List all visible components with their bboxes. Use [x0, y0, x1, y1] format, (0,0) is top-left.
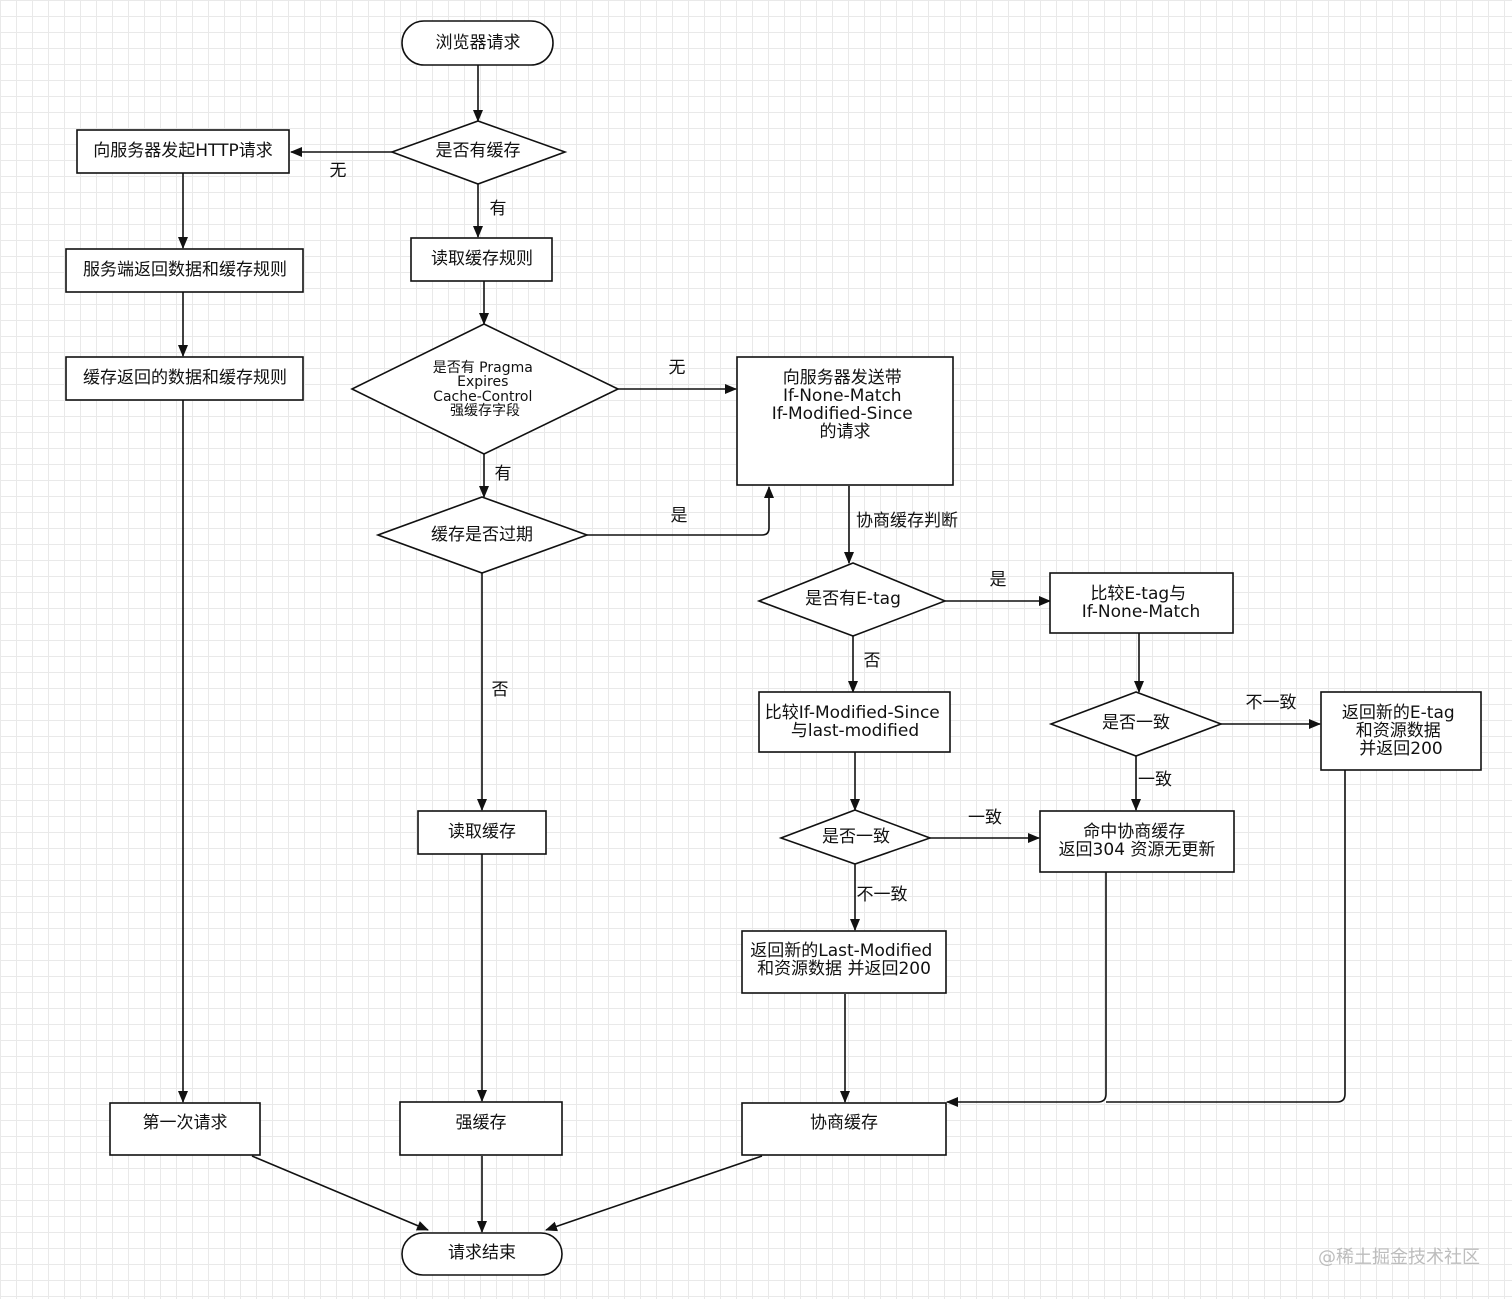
- label-pragma-line-4: 强缓存字段: [450, 403, 520, 419]
- node-send-http: [76, 129, 290, 174]
- label-lm-new: 返回新的Last-Modified 和资源数据 并返回200: [750, 941, 938, 979]
- edge-label-negotiate: 协商缓存判断: [856, 511, 958, 531]
- label-conditional-line-1: 向服务器发送带: [783, 368, 902, 388]
- edge-label-mismatch-lm: 不一致: [857, 885, 908, 905]
- label-lm-new-line-1: 返回新的Last-Modified: [750, 941, 932, 961]
- label-pragma-line-2: Expires: [457, 374, 508, 390]
- node-compare-etag: [1049, 572, 1234, 634]
- label-strong-cache: 强缓存: [456, 1113, 507, 1133]
- label-send-conditional: 向服务器发送带 If-None-Match If-Modified-Since …: [772, 368, 918, 442]
- label-compare-etag-line-2: If-None-Match: [1082, 602, 1201, 622]
- node-etag-new: [1320, 691, 1482, 771]
- label-cache-return: 缓存返回的数据和缓存规则: [83, 368, 287, 388]
- label-conditional-line-3: If-Modified-Since: [772, 404, 913, 424]
- shapes: [65, 20, 1482, 1276]
- node-compare-modified: [758, 691, 951, 753]
- label-read-cache: 读取缓存: [448, 822, 516, 842]
- node-has-cache: [389, 120, 568, 185]
- label-lm-new-line-2: 和资源数据 并返回200: [757, 959, 931, 979]
- edge-label-expired-no: 否: [492, 680, 509, 700]
- edge-label-mismatch-etag: 不一致: [1246, 693, 1297, 713]
- edge-first-to-end: [251, 1155, 429, 1231]
- node-etag-match: [1048, 691, 1224, 757]
- label-send-http: 向服务器发起HTTP请求: [93, 141, 273, 161]
- label-pragma-line-1: 是否有 Pragma: [433, 360, 533, 376]
- node-pragma-check: [350, 323, 620, 455]
- label-conditional-line-4: 的请求: [820, 422, 871, 442]
- label-etag-new-line-3: 并返回200: [1359, 739, 1442, 759]
- edge-label-has-strong: 有: [495, 464, 512, 484]
- label-read-rules: 读取缓存规则: [431, 249, 533, 269]
- edge-label-etag-yes: 是: [990, 570, 1007, 590]
- node-read-rules: [410, 237, 553, 282]
- watermark: @稀土掘金技术社区: [1318, 1247, 1480, 1268]
- label-compare-etag: 比较E-tag与 If-None-Match: [1082, 584, 1201, 622]
- node-end: [401, 1232, 563, 1276]
- edge-expired-to-conditional: [587, 486, 774, 536]
- edge-label-no-cache: 无: [330, 161, 347, 181]
- label-etag-new-line-2: 和资源数据: [1356, 721, 1441, 741]
- label-conditional-line-2: If-None-Match: [783, 386, 902, 406]
- edges: [178, 65, 1346, 1233]
- node-server-return: [65, 248, 304, 293]
- label-compare-modified-line-2: 与last-modified: [791, 721, 919, 741]
- label-etag-match: 是否一致: [1102, 713, 1170, 733]
- edge-label-match-etag: 一致: [1138, 770, 1172, 790]
- label-server-return: 服务端返回数据和缓存规则: [83, 260, 287, 280]
- node-expired: [375, 496, 590, 574]
- label-compare-modified: 比较If-Modified-Since 与last-modified: [765, 703, 945, 741]
- label-end: 请求结束: [448, 1243, 516, 1263]
- edge-label-expired-yes: 是: [671, 506, 688, 526]
- node-negotiated-cache: [741, 1102, 947, 1156]
- label-negotiated-cache: 协商缓存: [810, 1113, 878, 1133]
- node-first-request: [109, 1102, 261, 1156]
- label-expired: 缓存是否过期: [431, 525, 533, 545]
- node-modified-match: [778, 809, 933, 865]
- label-etag-new: 返回新的E-tag 和资源数据 并返回200: [1342, 703, 1460, 759]
- edge-label-no-strong: 无: [669, 358, 686, 378]
- label-hit-304: 命中协商缓存 返回304 资源无更新: [1059, 822, 1216, 860]
- edge-labels: 无 有 无 有 是 否 协商缓存判断 是 否 不一致 一致 一致 不一致: [330, 161, 1297, 905]
- label-modified-match: 是否一致: [822, 827, 890, 847]
- node-has-etag: [756, 562, 948, 637]
- label-has-etag: 是否有E-tag: [805, 589, 901, 609]
- node-send-conditional: [736, 356, 954, 486]
- node-read-cache: [417, 810, 547, 855]
- label-etag-new-line-1: 返回新的E-tag: [1342, 703, 1455, 723]
- node-lm-new: [741, 930, 947, 994]
- node-labels: 浏览器请求 是否有缓存 向服务器发起HTTP请求 服务端返回数据和缓存规则 缓存…: [83, 33, 1460, 1263]
- node-browser-request: [401, 20, 554, 66]
- edge-etagnew-to-negotiated: [1106, 770, 1346, 1103]
- label-first-request: 第一次请求: [143, 1113, 228, 1133]
- edge-label-match-lm: 一致: [968, 808, 1002, 828]
- node-strong-cache: [399, 1101, 563, 1156]
- edge-label-etag-no: 否: [864, 651, 881, 671]
- label-compare-etag-line-1: 比较E-tag与: [1090, 584, 1186, 604]
- label-has-cache: 是否有缓存: [436, 141, 521, 161]
- node-hit-304: [1039, 810, 1235, 873]
- label-pragma-line-3: Cache-Control: [433, 389, 532, 405]
- node-cache-return: [65, 356, 304, 401]
- label-pragma-check: 是否有 Pragma Expires Cache-Control 强缓存字段: [433, 360, 538, 419]
- label-compare-modified-line-1: 比较If-Modified-Since: [765, 703, 940, 723]
- label-hit-304-line-2: 返回304 资源无更新: [1059, 840, 1216, 860]
- label-browser-request: 浏览器请求: [436, 33, 521, 53]
- edge-label-has: 有: [490, 199, 507, 219]
- label-hit-304-line-1: 命中协商缓存: [1083, 822, 1185, 842]
- edge-negotiated-to-end: [545, 1155, 763, 1232]
- edge-hit304-to-negotiated: [946, 872, 1107, 1107]
